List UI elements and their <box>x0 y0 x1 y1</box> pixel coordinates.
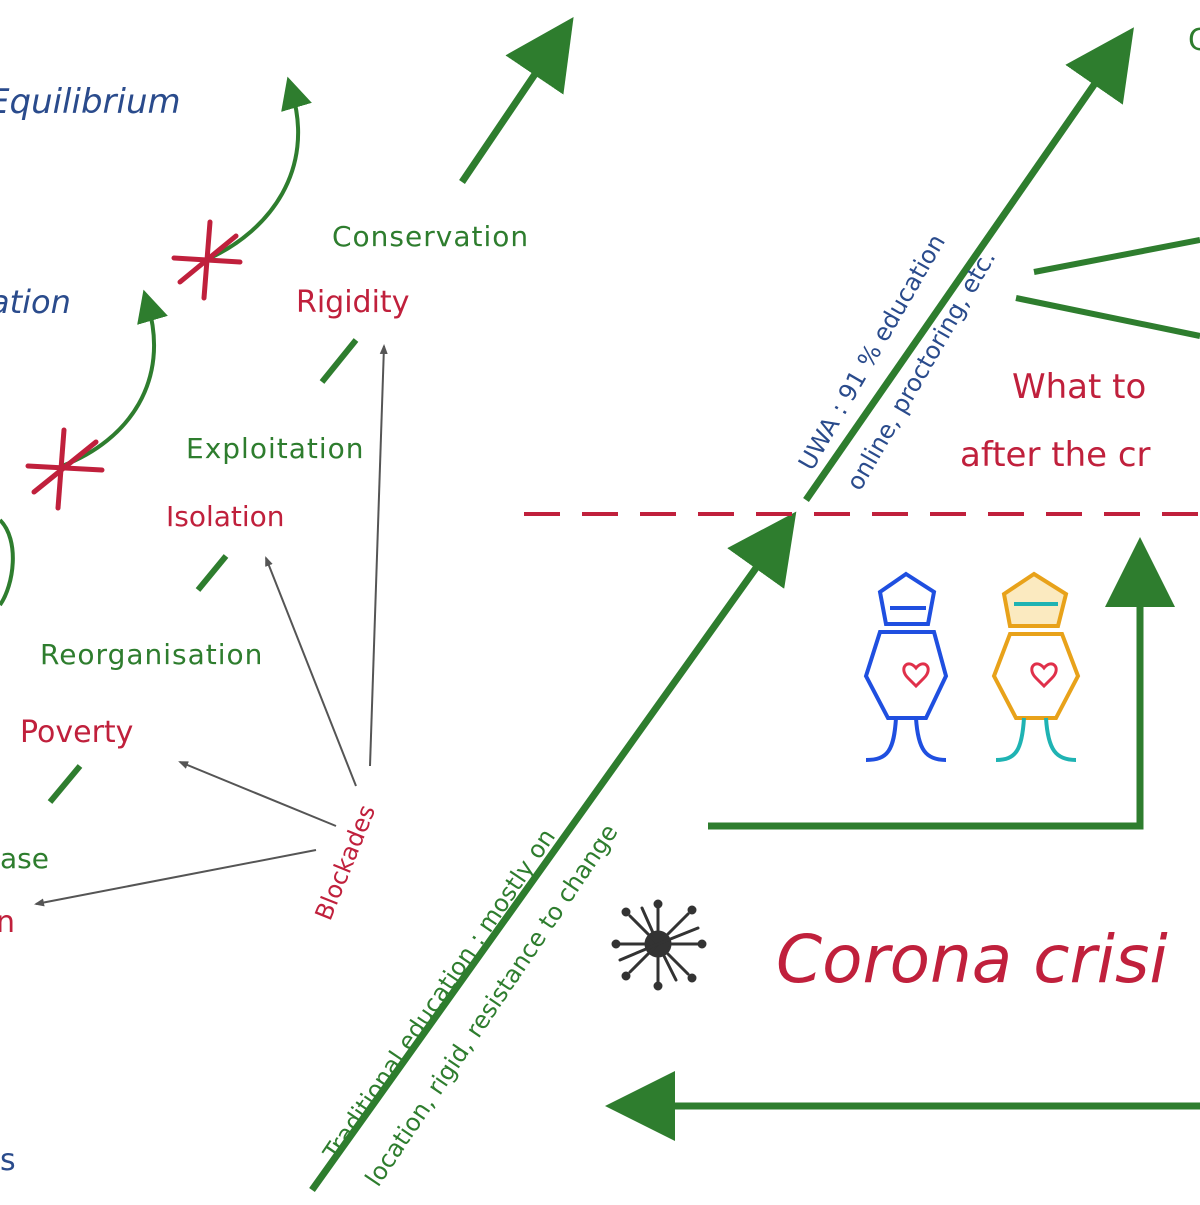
label-future-line2: after the cr <box>960 435 1151 475</box>
blockade-arrow-left <box>34 849 317 907</box>
stage-dash <box>319 338 359 384</box>
curve-arrow-low <box>0 518 15 607</box>
future-ray-down <box>1015 295 1200 339</box>
label-reorganisation: Reorganisation <box>40 638 263 671</box>
blockade-arrow-rigidity <box>369 344 388 767</box>
stage-dash <box>195 554 229 592</box>
label-traditional-line2: location, rigid, resistance to change <box>360 819 624 1191</box>
label-ase: ase <box>0 842 49 875</box>
label-ation: ation <box>0 283 71 321</box>
virus-icon <box>611 899 707 991</box>
label-rigidity: Rigidity <box>296 285 409 320</box>
curve-arrow-mid <box>61 289 168 468</box>
blockade-arrow-isolation <box>265 556 357 787</box>
stage-dash <box>47 764 83 804</box>
uwa-education-arrow <box>803 27 1134 502</box>
top-right-glyph: C <box>1188 23 1200 58</box>
heart-icon <box>902 662 930 689</box>
person-icon <box>863 571 949 762</box>
curve-arrow-top <box>209 76 312 260</box>
asterisk-icon <box>25 427 105 511</box>
crisis-title: Corona crisi <box>776 921 1168 998</box>
blockade-arrow-poverty <box>178 761 337 827</box>
label-isolation: Isolation <box>166 500 285 533</box>
asterisk-icon <box>171 219 243 301</box>
label-conservation: Conservation <box>332 220 529 253</box>
label-s: s <box>0 1143 16 1178</box>
label-n: n <box>0 905 15 940</box>
heart-icon <box>1030 662 1058 689</box>
future-ray-up <box>1033 237 1200 275</box>
growth-arrow <box>459 17 574 184</box>
traditional-education-arrow <box>309 511 797 1193</box>
label-exploitation: Exploitation <box>186 432 365 465</box>
person-icon <box>991 571 1081 762</box>
label-equilibrium: Equilibrium <box>0 82 181 122</box>
support-arrow <box>708 537 1175 830</box>
label-future-line1: What to <box>1012 367 1146 407</box>
label-poverty: Poverty <box>20 715 133 750</box>
